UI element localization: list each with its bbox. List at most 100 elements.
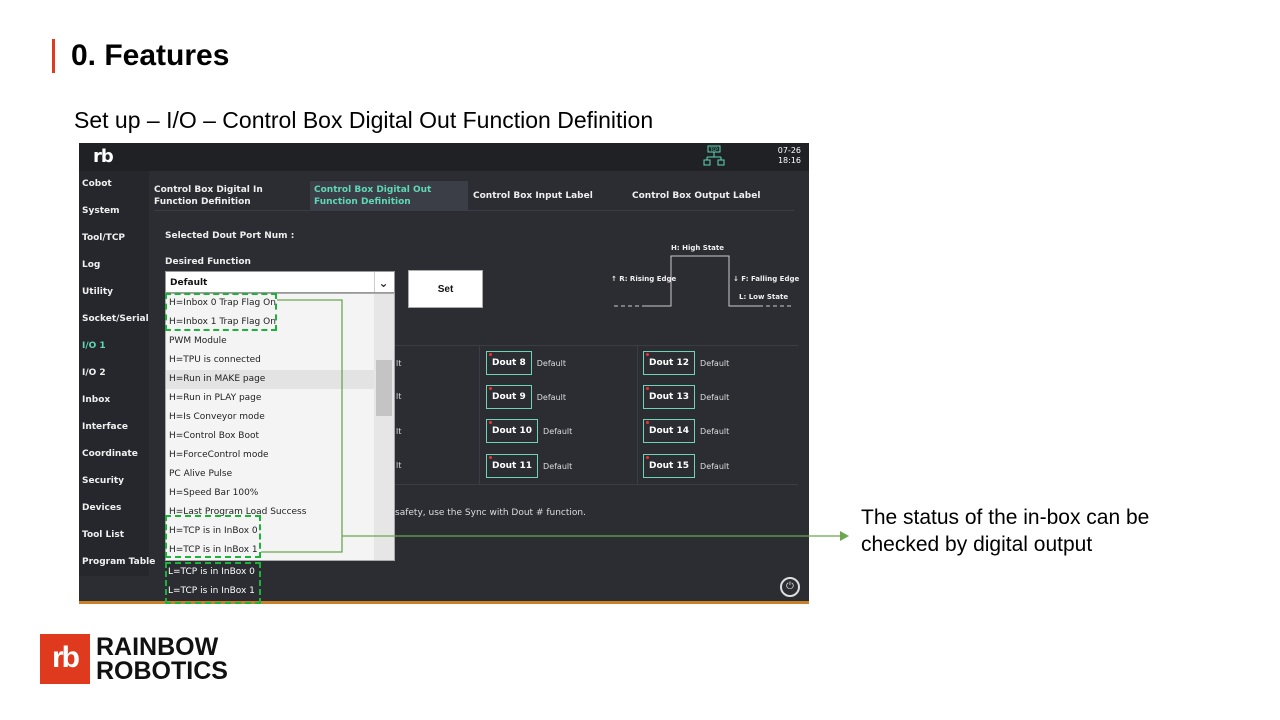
function-select[interactable]: Default ⌄: [165, 271, 395, 293]
dropdown-option[interactable]: H=Speed Bar 100%: [169, 488, 259, 498]
status-dot-icon: [489, 353, 492, 356]
dout-button[interactable]: Dout 10: [486, 419, 539, 443]
dropdown-option[interactable]: H=ForceControl mode: [169, 450, 269, 460]
status-dot-icon: [489, 387, 492, 390]
dout-label: Dout 10: [492, 426, 533, 436]
sidebar-item-tool-tcp[interactable]: Tool/TCP: [82, 233, 126, 243]
top-bar: rb TCP 07-26 18:16: [79, 143, 809, 171]
dout-fragment: lt: [396, 427, 402, 436]
dout-label: Dout 8: [492, 358, 526, 368]
dout-item[interactable]: Dout 10 Default: [486, 419, 572, 443]
sidebar-item-utility[interactable]: Utility: [82, 287, 114, 297]
sidebar-item-devices[interactable]: Devices: [82, 503, 122, 513]
dout-label: Dout 12: [649, 358, 690, 368]
tcp-network-icon: TCP: [703, 145, 725, 166]
dout-label: Dout 9: [492, 392, 526, 402]
dropdown-option[interactable]: PC Alive Pulse: [169, 469, 233, 479]
bottom-accent-line: [79, 601, 809, 604]
tab-digital-out-function[interactable]: Control Box Digital Out Function Definit…: [310, 181, 468, 211]
dout-item[interactable]: Dout 13 Default: [643, 385, 729, 409]
app-logo: rb: [93, 146, 114, 167]
sidebar-item-socket-serial[interactable]: Socket/Serial: [82, 314, 149, 324]
sidebar-item-system[interactable]: System: [82, 206, 120, 216]
tcp-icon-label: TCP: [709, 147, 718, 152]
tab-input-label[interactable]: Control Box Input Label: [473, 191, 593, 201]
dout-item[interactable]: Dout 15 Default: [643, 454, 729, 478]
dropdown-option[interactable]: PWM Module: [169, 336, 227, 346]
dout-item[interactable]: Dout 9 Default: [486, 385, 566, 409]
dout-button[interactable]: Dout 14: [643, 419, 696, 443]
sidebar-item-io2[interactable]: I/O 2: [82, 368, 106, 378]
sidebar-item-io1[interactable]: I/O 1: [82, 341, 106, 351]
grid-divider: [479, 345, 480, 485]
dropdown-option[interactable]: H=Last Program Load Success: [169, 507, 307, 517]
dout-button[interactable]: Dout 13: [643, 385, 696, 409]
sidebar-item-security[interactable]: Security: [82, 476, 125, 486]
dout-button[interactable]: Dout 8: [486, 351, 532, 375]
dropdown-option[interactable]: H=Inbox 1 Trap Flag On: [169, 317, 276, 327]
status-dot-icon: [646, 456, 649, 459]
sidebar-item-log[interactable]: Log: [82, 260, 101, 270]
dropdown-option[interactable]: H=TCP is in InBox 1: [169, 545, 258, 555]
dout-item[interactable]: Dout 8 Default: [486, 351, 566, 375]
tab-digital-in-function[interactable]: Control Box Digital In Function Definiti…: [154, 185, 263, 207]
dout-button[interactable]: Dout 11: [486, 454, 539, 478]
dout-grid: [395, 345, 798, 485]
dropdown-option[interactable]: H=TCP is in InBox 0: [169, 526, 258, 536]
low-state-label: L: Low State: [739, 293, 789, 301]
dout-item[interactable]: Dout 11 Default: [486, 454, 572, 478]
date-time: 07-26 18:16: [778, 146, 801, 166]
callout-text: The status of the in-box can be checked …: [861, 506, 1150, 556]
dout-value: Default: [700, 392, 730, 402]
signal-diagram: [614, 255, 791, 307]
title-accent-bar: [52, 39, 55, 73]
sidebar-item-tool-list[interactable]: Tool List: [82, 530, 125, 540]
dropdown-option[interactable]: H=Run in PLAY page: [169, 393, 262, 403]
dropdown-option[interactable]: L=TCP is in InBox 1: [168, 586, 255, 596]
dout-label: Dout 13: [649, 392, 690, 402]
dout-item[interactable]: Dout 14 Default: [643, 419, 729, 443]
dout-button[interactable]: Dout 9: [486, 385, 532, 409]
set-button[interactable]: Set: [408, 270, 483, 308]
highlight-trap-flag: [165, 293, 277, 331]
dropdown-scrollbar[interactable]: [374, 294, 394, 560]
scrollbar-thumb[interactable]: [376, 360, 392, 416]
chevron-down-icon[interactable]: ⌄: [374, 272, 392, 292]
date: 07-26: [777, 146, 801, 155]
dropdown-option[interactable]: H=Inbox 0 Trap Flag On: [169, 298, 276, 308]
slide-subtitle: Set up – I/O – Control Box Digital Out F…: [74, 107, 654, 133]
sidebar-item-cobot[interactable]: Cobot: [82, 179, 112, 189]
dout-button[interactable]: Dout 15: [643, 454, 696, 478]
dout-item[interactable]: Dout 12 Default: [643, 351, 729, 375]
dropdown-option[interactable]: L=TCP is in InBox 0: [168, 567, 255, 577]
dropdown-option[interactable]: H=Control Box Boot: [169, 431, 260, 441]
grid-divider: [637, 345, 638, 485]
dout-value: Default: [700, 426, 730, 436]
highlight-tcp-inbox-h: [165, 515, 261, 558]
dout-value: Default: [543, 461, 573, 471]
function-select-value: Default: [170, 278, 208, 288]
power-icon[interactable]: ⏻: [780, 577, 800, 597]
sidebar-item-program-table[interactable]: Program Table: [82, 557, 156, 567]
dout-value: Default: [536, 392, 566, 402]
sidebar-item-coordinate[interactable]: Coordinate: [82, 449, 138, 459]
sidebar-item-interface[interactable]: Interface: [82, 422, 129, 432]
brand-mark: rb: [40, 634, 90, 684]
dout-value: Default: [536, 358, 566, 368]
status-dot-icon: [489, 456, 492, 459]
dropdown-option[interactable]: H=TPU is connected: [169, 355, 261, 365]
dout-label: Dout 15: [649, 461, 690, 471]
dropdown-option[interactable]: H=Is Conveyor mode: [169, 412, 265, 422]
sidebar-item-inbox[interactable]: Inbox: [82, 395, 111, 405]
status-dot-icon: [489, 421, 492, 424]
slide-title-text: 0. Features: [71, 39, 230, 72]
slide-title: 0. Features: [52, 38, 229, 74]
dout-label: Dout 14: [649, 426, 690, 436]
dout-fragment: lt: [396, 461, 402, 470]
falling-edge-label: ↓ F: Falling Edge: [733, 275, 800, 283]
dropdown-option[interactable]: H=Run in MAKE page: [166, 370, 394, 389]
tab-output-label[interactable]: Control Box Output Label: [632, 191, 761, 201]
brand-line-2: ROBOTICS: [96, 657, 228, 685]
desired-function-label: Desired Function: [165, 257, 251, 267]
dout-button[interactable]: Dout 12: [643, 351, 696, 375]
